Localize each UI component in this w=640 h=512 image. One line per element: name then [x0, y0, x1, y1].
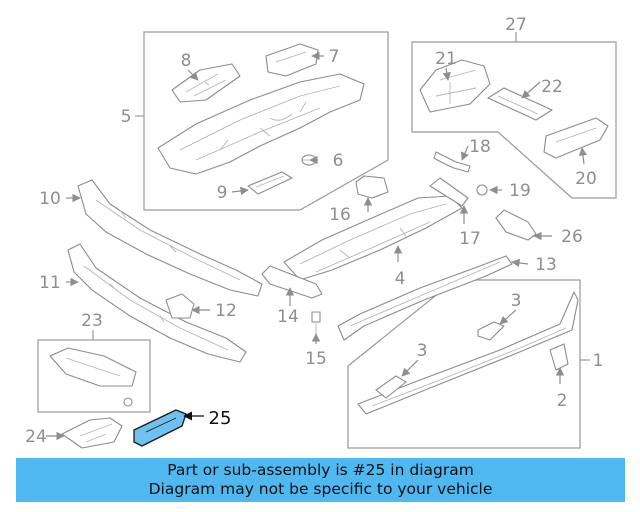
callout-12: 12: [215, 301, 237, 321]
banner-line-1: Part or sub-assembly is #25 in diagram: [167, 461, 474, 479]
part-25-highlighted: [133, 409, 187, 447]
callout-22: 22: [541, 77, 563, 97]
callout-23: 23: [81, 311, 103, 331]
callout-14: 14: [277, 307, 299, 327]
part-4-center-floor: [283, 195, 463, 281]
group-box-27: [411, 32, 617, 199]
part-3-bracket-upper: [477, 321, 505, 341]
callout-17: 17: [459, 229, 481, 249]
callout-10: 10: [39, 189, 61, 209]
part-23-cover: [49, 347, 137, 407]
callout-24: 24: [25, 427, 47, 447]
part-15-bolt: [311, 311, 321, 334]
callout-3-upper: 3: [511, 291, 522, 311]
group-box-23: [37, 330, 151, 413]
part-10-side-member: [77, 179, 263, 297]
callout-labels: 27 8 7 5 6 9 21 22 20 18 19 10 16 17 26 …: [25, 15, 603, 447]
callout-3-lower: 3: [417, 341, 428, 361]
part-19-plug: [476, 184, 488, 196]
part-1-rocker-panel: [357, 291, 579, 415]
part-23-clip: [123, 397, 133, 407]
callout-11: 11: [39, 273, 61, 293]
info-banner: Part or sub-assembly is #25 in diagram D…: [16, 458, 625, 502]
part-5-floor-assembly: [157, 73, 365, 175]
callout-1: 1: [593, 351, 604, 371]
callout-20: 20: [575, 169, 597, 189]
callout-18: 18: [469, 137, 491, 157]
part-14-bracket: [261, 265, 323, 299]
part-18-harness: [433, 151, 471, 173]
group-box-5: [135, 31, 389, 211]
callout-13: 13: [535, 255, 557, 275]
part-16-bracket: [355, 175, 389, 199]
callout-15: 15: [305, 349, 327, 369]
part-7-bracket: [265, 43, 319, 77]
part-17-member: [429, 177, 469, 207]
part-11-side-member: [67, 243, 247, 363]
callout-7: 7: [329, 47, 340, 67]
callout-27: 27: [505, 15, 527, 35]
part-9-reinforcement: [247, 171, 293, 195]
callout-4: 4: [395, 269, 406, 289]
part-8-panel: [171, 63, 241, 103]
part-21-member: [419, 59, 491, 113]
part-24-cover: [61, 417, 123, 449]
banner-line-2: Diagram may not be specific to your vehi…: [148, 480, 493, 498]
callout-25: 25: [209, 408, 232, 429]
callout-26: 26: [561, 227, 583, 247]
callout-19: 19: [509, 181, 531, 201]
callout-2: 2: [557, 391, 568, 411]
part-22-bracket: [487, 87, 553, 121]
callout-5: 5: [121, 107, 132, 127]
callout-16: 16: [329, 205, 351, 225]
part-26-bracket: [495, 209, 537, 241]
callout-6: 6: [333, 151, 344, 171]
callout-21: 21: [435, 49, 457, 69]
part-2-bracket: [549, 343, 569, 371]
part-3-bracket-lower: [375, 375, 407, 399]
leader-arrows: [46, 51, 588, 441]
callout-8: 8: [181, 51, 192, 71]
part-20-bracket: [543, 117, 609, 159]
callout-9: 9: [217, 183, 228, 203]
